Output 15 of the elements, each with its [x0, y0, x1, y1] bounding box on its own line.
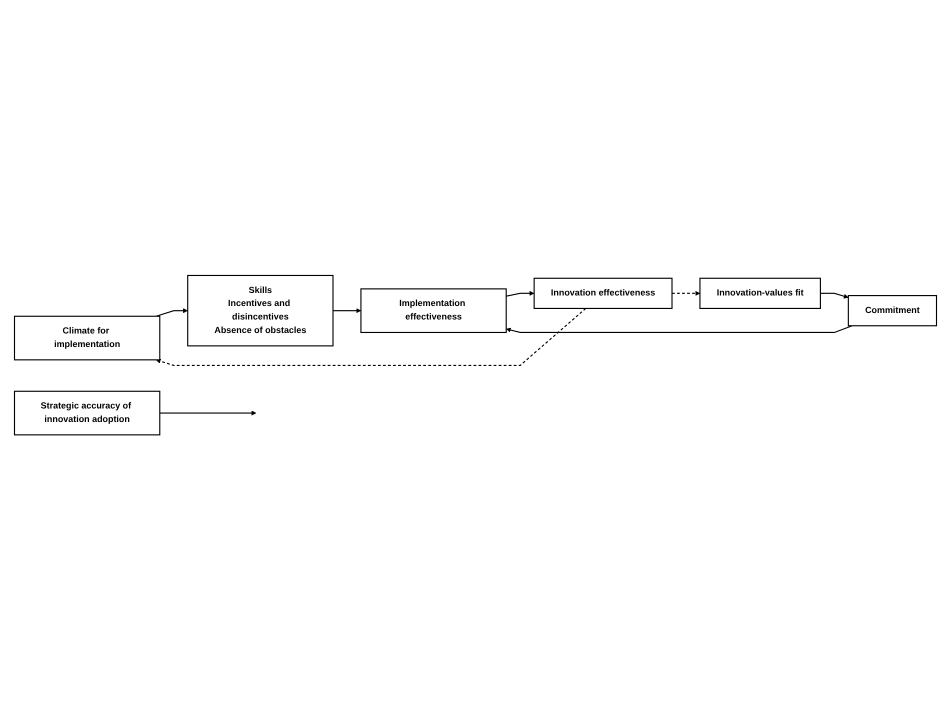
arrow — [506, 291, 534, 298]
arrow — [156, 308, 586, 366]
node-box: Innovation-values fit — [699, 278, 821, 310]
arrow — [672, 291, 700, 296]
node-box: Strategic accuracy of innovation adoption — [14, 391, 160, 436]
arrow — [506, 326, 852, 334]
node-box: Innovation effectiveness — [534, 278, 673, 310]
arrow — [156, 308, 188, 318]
node-box: Commitment — [848, 295, 938, 327]
node-box: Climate for implementation — [14, 316, 160, 361]
arrow — [820, 293, 849, 299]
arrow — [160, 410, 256, 416]
node-box: Implementation effectiveness — [360, 288, 507, 334]
node-box: Skills Incentives and disincentives Absence of obstacles — [187, 275, 334, 347]
arrow — [333, 308, 362, 314]
